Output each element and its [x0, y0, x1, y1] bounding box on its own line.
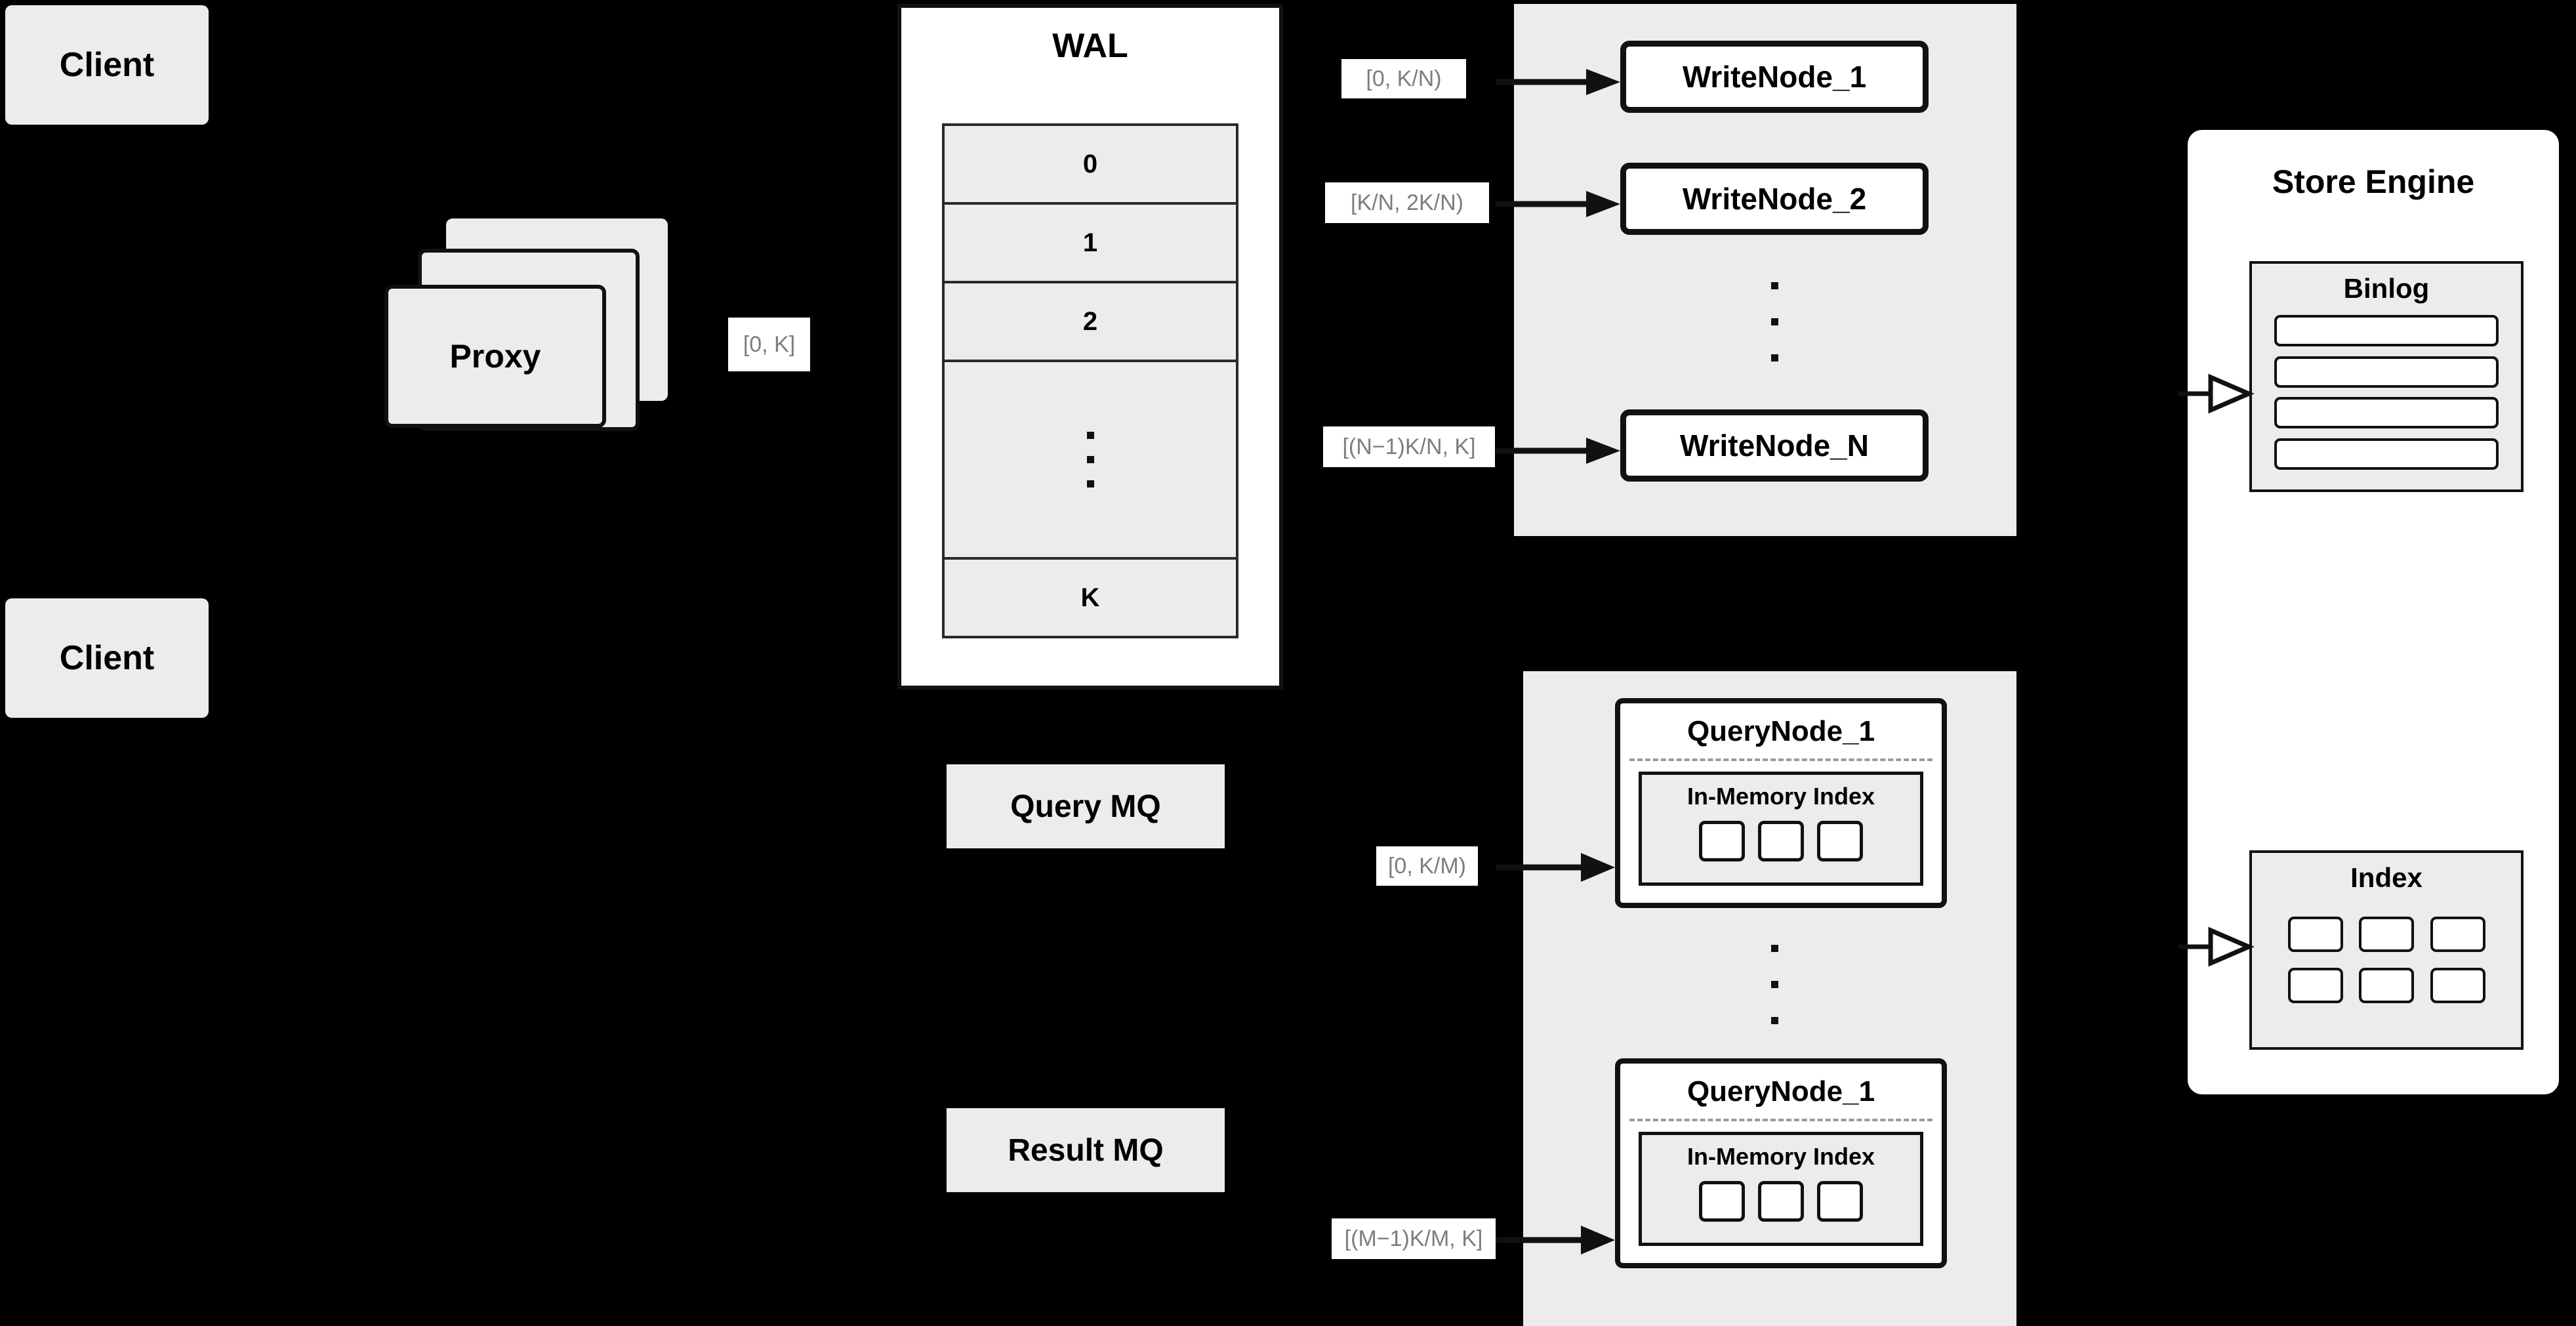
write-node-1: WriteNode_1 — [1620, 41, 1929, 113]
edge-label-proxy-to-wal-text: [0, K] — [743, 331, 796, 357]
binlog-row — [2274, 356, 2499, 388]
binlog-row — [2274, 315, 2499, 346]
result-mq-box: Result MQ — [947, 1108, 1225, 1192]
index-cell — [2287, 917, 2343, 953]
index-cell — [1699, 821, 1745, 861]
edge-label-write-node-2-text: [K/N, 2K/N) — [1351, 190, 1463, 215]
edge-label-query-node-m: [(M−1)K/M, K] — [1332, 1218, 1496, 1259]
query-node-m: QueryNode_1 In-Memory Index — [1615, 1058, 1947, 1268]
index-cell — [1758, 821, 1804, 861]
query-node-1-index-label: In-Memory Index — [1687, 783, 1875, 810]
query-node-1-in-memory-index: In-Memory Index — [1639, 772, 1923, 886]
write-node-n: WriteNode_N — [1620, 409, 1929, 482]
edge-label-write-node-n: [(N−1)K/N, K] — [1323, 426, 1495, 467]
wal-row: 0 — [945, 126, 1236, 205]
query-node-m-title: QueryNode_1 — [1687, 1075, 1875, 1108]
edge-label-query-node-1: [0, K/M) — [1376, 846, 1478, 886]
result-mq-label: Result MQ — [1008, 1132, 1164, 1168]
wal-row-value: 2 — [1082, 306, 1098, 336]
wal-row: 1 — [945, 205, 1236, 283]
wal-panel: WAL 0 1 2 K — [897, 4, 1283, 690]
query-mq-box: Query MQ — [947, 764, 1225, 848]
wal-row-ellipsis — [945, 362, 1236, 560]
binlog-panel: Binlog — [2249, 261, 2524, 492]
query-node-1: QueryNode_1 In-Memory Index — [1615, 698, 1947, 908]
ellipsis-dot-icon — [1086, 456, 1094, 463]
wal-row: 2 — [945, 283, 1236, 362]
client-box-1: Client — [5, 5, 209, 125]
index-cell — [2430, 917, 2485, 953]
binlog-row — [2274, 397, 2499, 429]
store-engine-panel: Store Engine Binlog Index — [2188, 130, 2559, 1094]
edge-label-write-node-1: [0, K/N) — [1341, 59, 1466, 98]
edge-label-query-node-1-text: [0, K/M) — [1387, 853, 1467, 879]
edge-label-query-node-m-text: [(M−1)K/M, K] — [1344, 1226, 1483, 1251]
index-cell — [2359, 967, 2414, 1003]
wal-row-value: K — [1080, 583, 1100, 612]
write-cluster-ellipsis — [1771, 282, 1778, 362]
query-mq-label: Query MQ — [1010, 789, 1161, 824]
index-grid-row — [2272, 917, 2501, 953]
index-grid — [2272, 901, 2501, 1018]
write-node-2: WriteNode_2 — [1620, 163, 1929, 235]
index-cell — [1817, 821, 1863, 861]
binlog-rows — [2274, 315, 2499, 470]
binlog-row — [2274, 438, 2499, 470]
query-cluster-ellipsis — [1771, 945, 1778, 1024]
edge-label-write-node-n-text: [(N−1)K/N, K] — [1342, 434, 1476, 459]
query-node-m-separator — [1629, 1119, 1932, 1121]
index-title: Index — [2350, 862, 2423, 893]
arrow-to-write-node-1 — [1496, 69, 1620, 95]
edge-label-write-node-2: [K/N, 2K/N) — [1325, 182, 1489, 223]
index-grid-row — [2272, 967, 2501, 1003]
query-node-1-index-cells — [1699, 821, 1863, 861]
ellipsis-dot-icon — [1771, 282, 1778, 289]
edge-label-write-node-1-text: [0, K/N) — [1366, 66, 1442, 91]
arrow-to-query-node-m — [1496, 1226, 1615, 1254]
wal-row: K — [945, 560, 1236, 636]
index-cell — [1817, 1181, 1863, 1222]
arrow-to-write-node-2 — [1496, 191, 1620, 217]
ellipsis-dot-icon — [1771, 945, 1778, 952]
write-node-n-label: WriteNode_N — [1680, 428, 1869, 463]
arrow-to-query-node-1 — [1496, 853, 1615, 882]
query-node-m-in-memory-index: In-Memory Index — [1639, 1132, 1923, 1246]
edge-label-proxy-to-wal: [0, K] — [728, 318, 810, 371]
index-cell — [1758, 1181, 1804, 1222]
index-cell — [2430, 967, 2485, 1003]
wal-row-value: 0 — [1082, 149, 1098, 178]
proxy-card-front: Proxy — [384, 285, 606, 428]
client-label-2: Client — [59, 639, 155, 677]
store-engine-title: Store Engine — [2272, 163, 2475, 200]
ellipsis-dot-icon — [1771, 981, 1778, 988]
query-node-m-index-cells — [1699, 1181, 1863, 1222]
query-node-1-separator — [1629, 758, 1932, 761]
index-cell — [1699, 1181, 1745, 1222]
index-cell — [2287, 967, 2343, 1003]
ellipsis-dot-icon — [1771, 1017, 1778, 1024]
ellipsis-dot-icon — [1771, 354, 1778, 362]
index-panel: Index — [2249, 850, 2524, 1050]
binlog-title: Binlog — [2343, 273, 2430, 304]
index-cell — [2359, 917, 2414, 953]
query-node-1-title: QueryNode_1 — [1687, 715, 1875, 747]
ellipsis-dot-icon — [1086, 480, 1094, 487]
arrow-to-binlog — [2178, 373, 2255, 414]
client-box-2: Client — [5, 598, 209, 718]
query-node-m-index-label: In-Memory Index — [1687, 1143, 1875, 1170]
ellipsis-dot-icon — [1086, 432, 1094, 439]
write-node-1-label: WriteNode_1 — [1682, 60, 1867, 94]
write-node-2-label: WriteNode_2 — [1682, 182, 1867, 216]
wal-table: 0 1 2 K — [942, 123, 1238, 638]
ellipsis-dot-icon — [1771, 318, 1778, 325]
client-label-1: Client — [59, 46, 155, 84]
arrow-to-write-node-n — [1496, 438, 1620, 464]
wal-row-value: 1 — [1082, 228, 1098, 257]
wal-title: WAL — [1052, 27, 1128, 65]
proxy-label: Proxy — [449, 338, 541, 375]
arrow-to-index — [2178, 926, 2255, 967]
